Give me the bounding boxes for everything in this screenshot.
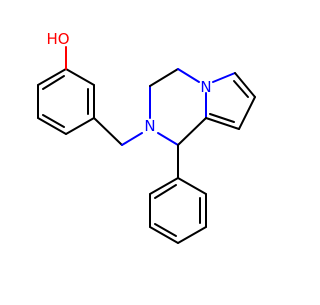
bond-c6p-c7p [234, 72, 256, 98]
bond-ph4-ph5 [149, 226, 179, 244]
hydroxyl-label: HO [46, 30, 69, 48]
molecule-structure-canvas: HO N N [37, 30, 256, 244]
bond-ph6-ph1-inner [154, 184, 177, 199]
bonds [37, 46, 256, 244]
bond-ph4-ph5-inner [154, 223, 177, 237]
bond-c3-c4 [65, 117, 95, 135]
bond-n5-c6p [212, 72, 236, 83]
bond-c8p-c8a-inner [209, 113, 235, 123]
molecule-drawing: HO N N [37, 30, 256, 244]
bond-c4a-n5 [177, 68, 200, 83]
bond-c8p-c8a [205, 117, 240, 130]
bond-c3a-c4a [149, 68, 179, 87]
bond-c6-c1-inner [42, 75, 65, 90]
bond-c1-c2 [65, 68, 95, 86]
bond-c3-ch2 [93, 117, 123, 146]
bond-c6-c1 [37, 68, 67, 86]
pyrrole-nitrogen-label: N [200, 78, 211, 96]
bond-ch2-n2 [121, 132, 143, 146]
bond-ph3-ph4 [177, 226, 207, 244]
bond-ph1-ph2 [177, 177, 207, 195]
bond-c7p-c8p [238, 96, 256, 130]
bond-ph6-ph1 [149, 177, 179, 195]
bond-c8a-c1 [177, 117, 207, 146]
amine-nitrogen-label: N [144, 117, 155, 135]
bond-c6p-c7p-inner [233, 80, 249, 98]
bond-c1-n2 [157, 132, 179, 146]
bond-c4-c5 [37, 117, 67, 135]
bond-c4-c5-inner [42, 114, 65, 128]
